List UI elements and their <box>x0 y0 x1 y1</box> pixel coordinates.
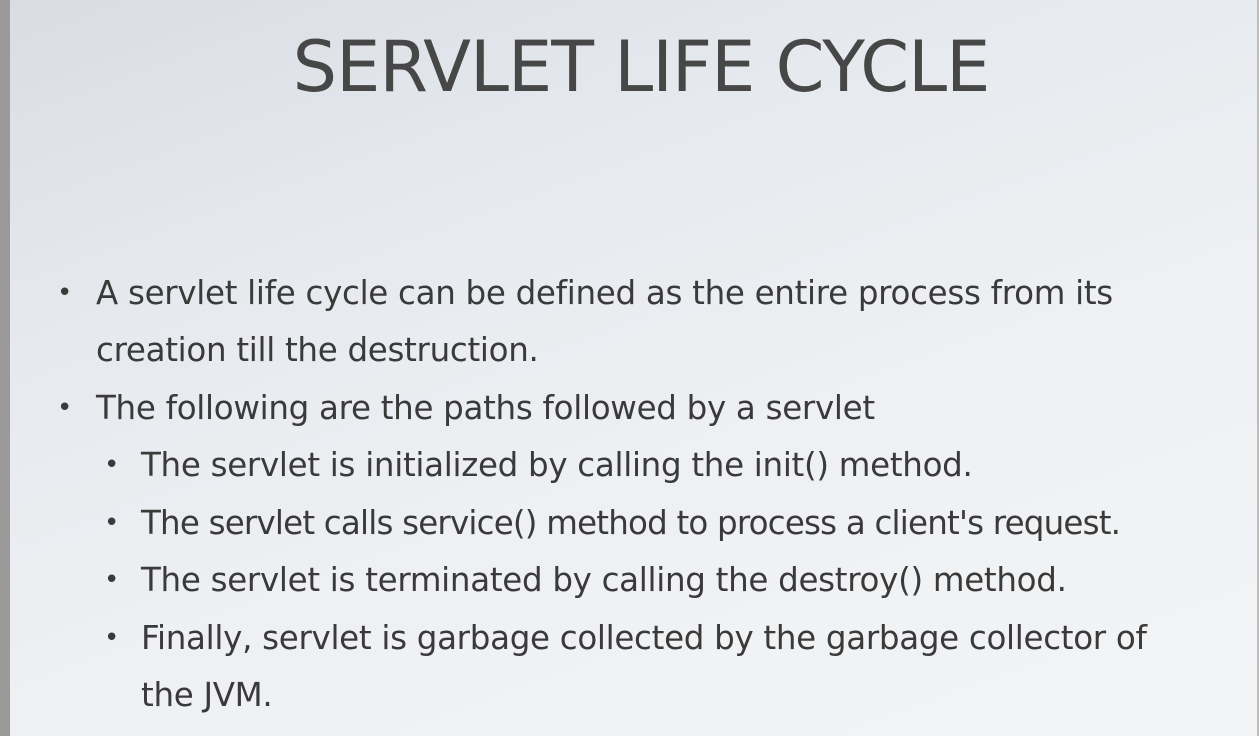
sub-bullet-dot-icon: • <box>104 450 120 480</box>
left-edge-bar <box>0 0 10 736</box>
slide-title: SERVLET LIFE CYCLE <box>292 26 991 108</box>
bullet-1-line-1: A servlet life cycle can be defined as t… <box>96 274 1113 312</box>
sub-bullet-dot-icon: • <box>104 508 120 538</box>
sub-bullet-dot-icon: • <box>104 623 120 653</box>
sub-bullet-3-line-1: The servlet is terminated by calling the… <box>141 561 1067 599</box>
bullet-dot-icon: • <box>57 393 73 423</box>
sub-bullet-4-line-2: the JVM. <box>141 676 273 714</box>
right-edge-bar <box>1257 0 1259 736</box>
sub-bullet-1-line-1: The servlet is initialized by calling th… <box>141 446 973 484</box>
bullet-2-line-1: The following are the paths followed by … <box>96 389 875 427</box>
sub-bullet-2-line-1: The servlet calls service() method to pr… <box>141 504 1121 542</box>
bullet-1-line-2: creation till the destruction. <box>96 331 539 369</box>
sub-bullet-dot-icon: • <box>104 565 120 595</box>
bullet-dot-icon: • <box>57 278 73 308</box>
sub-bullet-4-line-1: Finally, servlet is garbage collected by… <box>141 619 1147 657</box>
